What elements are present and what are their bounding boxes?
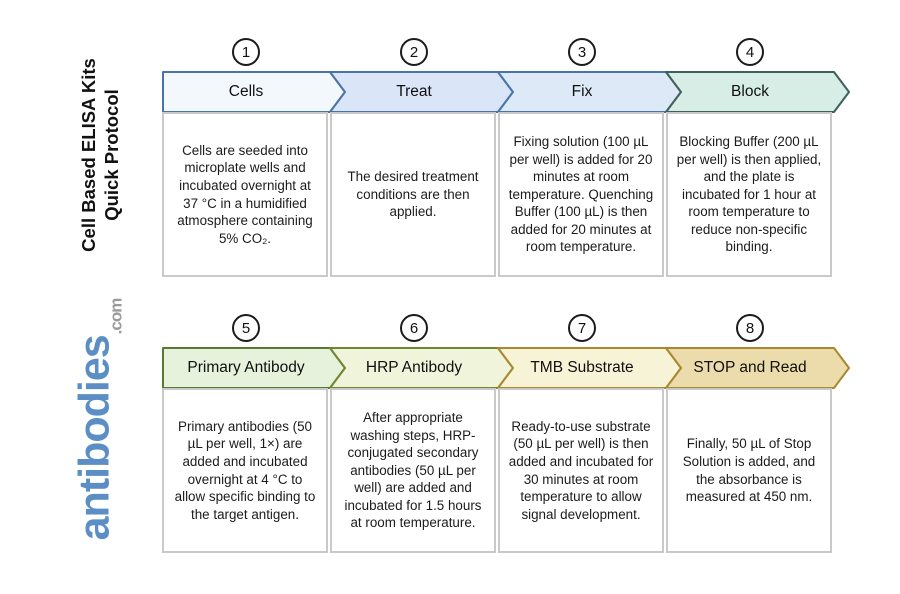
step-number-badge-5: 5 <box>232 314 260 342</box>
step-number-row-1: 1 2 3 4 <box>162 38 852 66</box>
step-description-7: Ready-to-use substrate (50 µL per well) … <box>508 418 654 522</box>
step-number-3: 3 <box>577 43 587 61</box>
step-label-hrp-antibody: HRP Antibody <box>365 359 463 376</box>
step-number-1: 1 <box>241 43 251 61</box>
step-label-cells: Cells <box>228 83 264 100</box>
step-description-box-8: Finally, 50 µL of Stop Solution is added… <box>666 388 832 553</box>
description-row-1: Cells are seeded into microplate wells a… <box>162 112 852 277</box>
step-number-row-2: 5 6 7 8 <box>162 314 852 342</box>
logo-suffix: .com <box>106 298 126 335</box>
step-description-2: The desired treatment conditions are the… <box>347 169 479 220</box>
step-number-2: 2 <box>409 43 419 61</box>
step-description-box-2: The desired treatment conditions are the… <box>330 112 496 277</box>
step-description-box-4: Blocking Buffer (200 µL per well) is the… <box>666 112 832 277</box>
arrow-banner-svg-2 <box>162 347 850 389</box>
step-number-badge-4: 4 <box>736 38 764 66</box>
arrow-banner-row-1: Cells Treat Fix Block <box>162 71 852 113</box>
step-number-7: 7 <box>577 319 587 337</box>
step-description-1: Cells are seeded into microplate wells a… <box>177 142 313 246</box>
step-number-badge-6: 6 <box>400 314 428 342</box>
step-number-badge-1: 1 <box>232 38 260 66</box>
step-description-5: Primary antibodies (50 µL per well, 1×) … <box>174 418 316 522</box>
step-label-block: Block <box>731 83 769 100</box>
page-title-line2: Quick Protocol <box>101 89 122 221</box>
step-number-badge-2: 2 <box>400 38 428 66</box>
step-description-3: Fixing solution (100 µL per well) is add… <box>508 133 654 255</box>
step-description-box-3: Fixing solution (100 µL per well) is add… <box>498 112 664 277</box>
step-number-4: 4 <box>745 43 755 61</box>
step-number-badge-7: 7 <box>568 314 596 342</box>
step-label-stop-and-read: STOP and Read <box>693 359 807 376</box>
page-title-line1: Cell Based ELISA Kits <box>78 58 99 252</box>
step-label-treat: Treat <box>396 83 432 100</box>
step-label-tmb-substrate: TMB Substrate <box>530 359 634 376</box>
step-description-6: After appropriate washing steps, HRP-con… <box>344 409 482 531</box>
step-number-8: 8 <box>745 319 755 337</box>
step-description-box-6: After appropriate washing steps, HRP-con… <box>330 388 496 553</box>
step-label-primary-antibody: Primary Antibody <box>187 359 305 376</box>
arrow-banner-svg-1 <box>162 71 850 113</box>
step-description-4: Blocking Buffer (200 µL per well) is the… <box>676 133 822 255</box>
step-number-badge-8: 8 <box>736 314 764 342</box>
arrow-banner-row-2: Primary Antibody HRP Antibody TMB Substr… <box>162 347 852 389</box>
step-description-8: Finally, 50 µL of Stop Solution is added… <box>682 436 816 505</box>
step-number-6: 6 <box>409 319 419 337</box>
step-label-fix: Fix <box>571 83 593 100</box>
logo-wordmark: antibodies <box>70 335 119 541</box>
step-number-badge-3: 3 <box>568 38 596 66</box>
step-description-box-5: Primary antibodies (50 µL per well, 1×) … <box>162 388 328 553</box>
step-number-5: 5 <box>241 319 251 337</box>
step-description-box-1: Cells are seeded into microplate wells a… <box>162 112 328 277</box>
protocol-steps-area: 1 2 3 4 Cells Treat Fix Block Cells are … <box>162 0 862 594</box>
step-arrow-block <box>665 71 850 113</box>
step-description-box-7: Ready-to-use substrate (50 µL per well) … <box>498 388 664 553</box>
step-arrow-stop-and-read <box>665 347 850 389</box>
description-row-2: Primary antibodies (50 µL per well, 1×) … <box>162 388 852 553</box>
